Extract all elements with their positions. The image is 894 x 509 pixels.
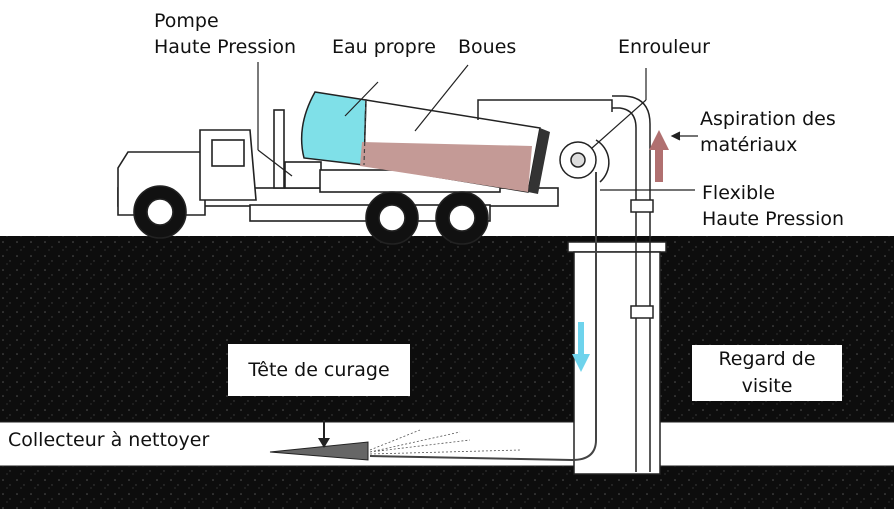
pump-label-line1: Pompe [154, 10, 219, 32]
truck [117, 109, 559, 245]
suction-label: Aspiration des matériaux [700, 106, 836, 158]
leader-lines [257, 62, 698, 191]
nozzle-pointer-arrow [318, 420, 330, 448]
sewer-pipe [0, 422, 894, 466]
pump-label: Pompe Haute Pression [154, 8, 296, 60]
clean-water-label: Eau propre [332, 36, 436, 58]
reel [559, 139, 610, 183]
nozzle-label: Tête de curage [228, 344, 410, 396]
cleaning-nozzle [269, 429, 521, 461]
manhole-label: Regard de visite [692, 345, 842, 401]
water-down-arrow [572, 322, 590, 372]
sewer-label: Collecteur à nettoyer [8, 429, 210, 451]
hose-label-line1: Flexible [702, 182, 776, 204]
reel-label: Enrouleur [618, 36, 710, 58]
sludge-label: Boues [458, 36, 517, 58]
manhole-label-line1: Regard de [718, 348, 816, 370]
hose-label: Flexible Haute Pression [702, 180, 844, 232]
hose-label-line2: Haute Pression [702, 208, 845, 230]
pump-label-line2: Haute Pression [154, 36, 297, 58]
manhole-shaft [567, 241, 667, 475]
suction-label-line1: Aspiration des [700, 108, 836, 130]
high-pressure-hose [369, 172, 597, 462]
suction-label-line2: matériaux [700, 134, 798, 156]
ground-lower [0, 466, 894, 509]
manhole-label-line2: visite [741, 375, 793, 397]
suction-up-arrow [649, 130, 669, 182]
